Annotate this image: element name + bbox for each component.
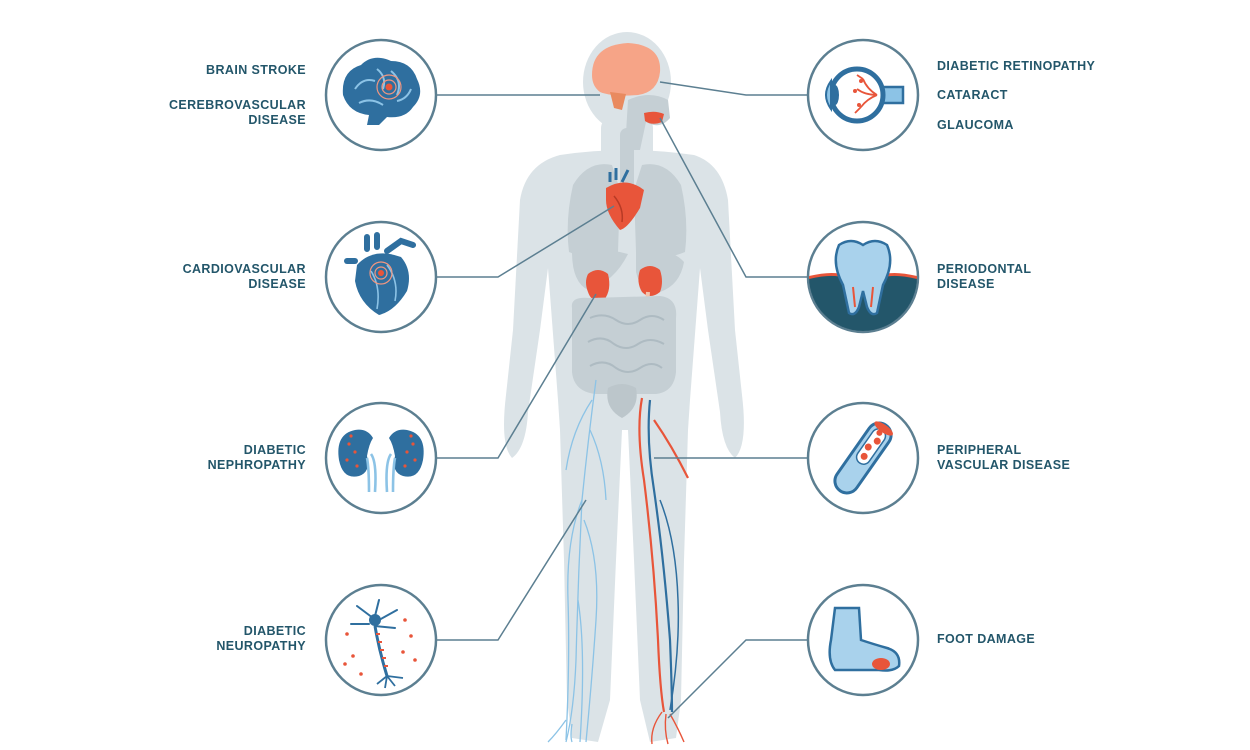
connector-lines — [437, 81, 807, 719]
label-diabetic-retinopathy: DIABETIC RETINOPATHY — [937, 59, 1096, 73]
intestines-organ — [571, 296, 677, 394]
heart-organ — [606, 168, 644, 230]
label-foot-damage: FOOT DAMAGE — [937, 632, 1036, 646]
eye-icon — [806, 38, 920, 152]
blood-vessel-icon — [806, 401, 920, 515]
connector-kidneys — [437, 293, 597, 459]
brain-icon — [324, 38, 438, 152]
nerve-network — [547, 379, 607, 743]
left-lung — [567, 164, 620, 257]
human-body — [504, 32, 744, 745]
intestine-coils — [587, 314, 665, 373]
connector-heart — [437, 205, 615, 278]
label-brain-stroke: BRAIN STROKE — [206, 63, 306, 77]
connector-foot — [667, 639, 807, 719]
mouth — [644, 111, 664, 124]
connector-tooth — [659, 117, 807, 278]
tooth-icon — [806, 220, 920, 334]
heart-icon — [324, 220, 438, 334]
cerebellum-organ — [610, 92, 626, 110]
nasal-airway — [625, 95, 670, 150]
left-kidney-organ — [586, 270, 610, 301]
label-cataract: CATARACT — [937, 88, 1008, 102]
neuron-icon — [324, 583, 438, 697]
blood-vessels — [638, 397, 689, 745]
liver-organ — [572, 249, 628, 290]
bladder-organ — [607, 384, 637, 418]
label-glaucoma: GLAUCOMA — [937, 118, 1014, 132]
connector-eye — [659, 81, 807, 96]
connector-neuropathy — [437, 499, 587, 641]
foot-icon — [806, 583, 920, 697]
kidneys-icon — [324, 401, 438, 515]
right-lung — [634, 164, 687, 257]
brain-organ — [592, 43, 661, 96]
right-kidney-organ — [638, 266, 662, 296]
